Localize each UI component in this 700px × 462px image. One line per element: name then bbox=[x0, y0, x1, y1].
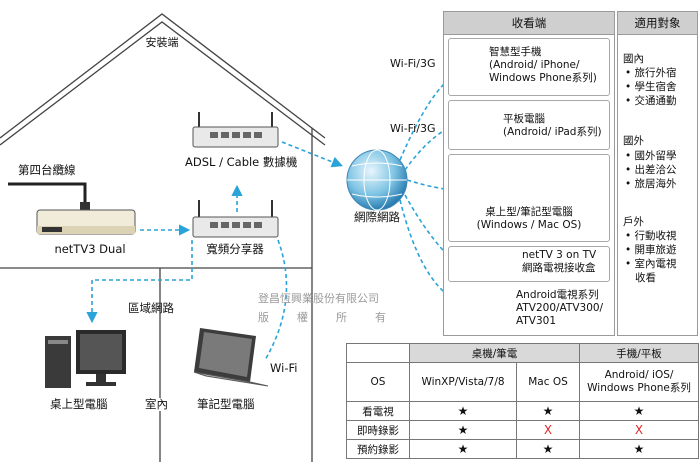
compat-col-os: OS bbox=[346, 362, 410, 402]
table-row: 即時錄影 ★ X X bbox=[346, 420, 699, 440]
watermark-copyright-4: 有 bbox=[375, 311, 386, 324]
audience-panel: 適用對象 bbox=[617, 11, 698, 336]
compat-feature-scheduled-record: 預約錄影 bbox=[346, 439, 410, 459]
audience-title: 適用對象 bbox=[618, 12, 697, 35]
audience-domestic-item-2: • 學生宿舍 bbox=[625, 81, 677, 93]
receiver-item-smartphone bbox=[448, 38, 610, 96]
receiver-nettv-line2: 網路電視接收盒 bbox=[522, 262, 596, 274]
compat-cell: ★ bbox=[516, 439, 580, 459]
compat-cell: ★ bbox=[579, 439, 699, 459]
audience-outdoor-item-3: • 室內電視 bbox=[625, 258, 677, 270]
receiver-smartphone-line2: (Android/ iPhone/ bbox=[489, 59, 580, 71]
desktop-icon bbox=[45, 330, 126, 388]
audience-outdoor-item-4: 收看 bbox=[635, 272, 656, 284]
audience-outdoor-heading: 戶外 bbox=[623, 216, 644, 228]
compat-corner-cell bbox=[346, 343, 410, 363]
laptop-label: 筆記型電腦 bbox=[197, 397, 255, 411]
receiver-smartphone-line1: 智慧型手機 bbox=[489, 46, 542, 58]
internet-globe-icon bbox=[346, 149, 408, 211]
compat-feature-watch: 看電視 bbox=[346, 401, 410, 421]
roof-label: 安裝端 bbox=[145, 36, 179, 49]
audience-overseas-heading: 國外 bbox=[623, 135, 644, 147]
compat-table: 桌機/筆電 手機/平板 OS WinXP/Vista/7/8 Mac OS An… bbox=[346, 343, 699, 459]
audience-domestic-heading: 國內 bbox=[623, 53, 644, 65]
receiver-item-computer bbox=[448, 154, 610, 242]
receiver-item-nettv-box bbox=[448, 246, 610, 282]
cable-line bbox=[8, 182, 87, 205]
receiver-tablet-line1: 平板電腦 bbox=[503, 113, 545, 125]
house-outline bbox=[0, 13, 326, 462]
receivers-title: 收看端 bbox=[444, 12, 614, 35]
compat-group-header-row: 桌機/筆電 手機/平板 bbox=[346, 343, 699, 363]
audience-overseas-item-2: • 出差洽公 bbox=[625, 164, 677, 176]
audience-overseas-item-3: • 旅居海外 bbox=[625, 178, 677, 190]
receiver-smartphone-line3: Windows Phone系列) bbox=[489, 72, 597, 84]
compat-cell: ★ bbox=[409, 439, 517, 459]
compat-feature-live-record: 即時錄影 bbox=[346, 420, 410, 440]
compat-col-mobile-os: Android/ iOS/ Windows Phone系列 bbox=[579, 362, 699, 402]
compat-cell: ★ bbox=[409, 401, 517, 421]
receiver-androidtv-line2: ATV200/ATV300/ bbox=[516, 302, 604, 314]
receiver-androidtv-line3: ATV301 bbox=[516, 315, 557, 327]
router-icon bbox=[192, 200, 279, 238]
room-label: 室內 bbox=[145, 397, 168, 411]
wifi-label: Wi-Fi bbox=[270, 361, 298, 375]
receiver-tablet-line2: (Android/ iPad系列) bbox=[503, 126, 602, 138]
compat-cell: ★ bbox=[579, 401, 699, 421]
watermark-copyright-1: 版 bbox=[258, 311, 269, 324]
compat-cell: X bbox=[579, 420, 699, 440]
lan-label: 區域網路 bbox=[128, 301, 174, 315]
desktop-label: 桌上型電腦 bbox=[50, 397, 108, 411]
compat-group-mobile: 手機/平板 bbox=[579, 343, 699, 363]
compat-os-row: OS WinXP/Vista/7/8 Mac OS Android/ iOS/ … bbox=[346, 362, 699, 402]
adsl-modem-icon bbox=[192, 112, 279, 148]
compat-cell: X bbox=[516, 420, 580, 440]
audience-overseas-item-1: • 國外留學 bbox=[625, 150, 677, 162]
audience-domestic-item-3: • 交通通勤 bbox=[625, 95, 677, 107]
receiver-computer-line2: (Windows / Mac OS) bbox=[476, 219, 582, 231]
watermark-company: 登昌恆興業股份有限公司 bbox=[258, 292, 379, 305]
receiver-item-tablet bbox=[448, 100, 610, 150]
watermark-copyright-2: 權 bbox=[297, 311, 308, 324]
cable-label: 第四台纜線 bbox=[18, 163, 76, 177]
nettv-dual-label: netTV3 Dual bbox=[54, 242, 126, 256]
compat-cell: ★ bbox=[409, 420, 517, 440]
internet-label: 網際網路 bbox=[354, 210, 400, 224]
receiver-androidtv-line1: Android電視系列 bbox=[516, 289, 599, 301]
compat-cell: ★ bbox=[516, 401, 580, 421]
table-row: 預約錄影 ★ ★ ★ bbox=[346, 439, 699, 459]
audience-outdoor-item-1: • 行動收視 bbox=[625, 230, 677, 242]
wifi-3g-label-2: Wi-Fi/3G bbox=[390, 122, 436, 135]
adsl-modem-label: ADSL / Cable 數據機 bbox=[185, 155, 298, 169]
receiver-computer-line1: 桌上型/筆記型電腦 bbox=[485, 206, 573, 218]
router-label: 寬頻分享器 bbox=[206, 242, 264, 256]
compat-col-mac: Mac OS bbox=[516, 362, 580, 402]
compat-group-desktop: 桌機/筆電 bbox=[409, 343, 580, 363]
receiver-nettv-line1: netTV 3 on TV bbox=[522, 249, 597, 261]
table-row: 看電視 ★ ★ ★ bbox=[346, 401, 699, 421]
watermark-copyright-3: 所 bbox=[336, 311, 347, 324]
compat-col-windows: WinXP/Vista/7/8 bbox=[409, 362, 517, 402]
audience-domestic-item-1: • 旅行外宿 bbox=[625, 67, 677, 79]
audience-outdoor-item-2: • 開車旅遊 bbox=[625, 244, 677, 256]
wifi-3g-label-1: Wi-Fi/3G bbox=[390, 57, 436, 70]
laptop-icon bbox=[193, 328, 269, 387]
nettv-dual-icon bbox=[36, 209, 136, 235]
